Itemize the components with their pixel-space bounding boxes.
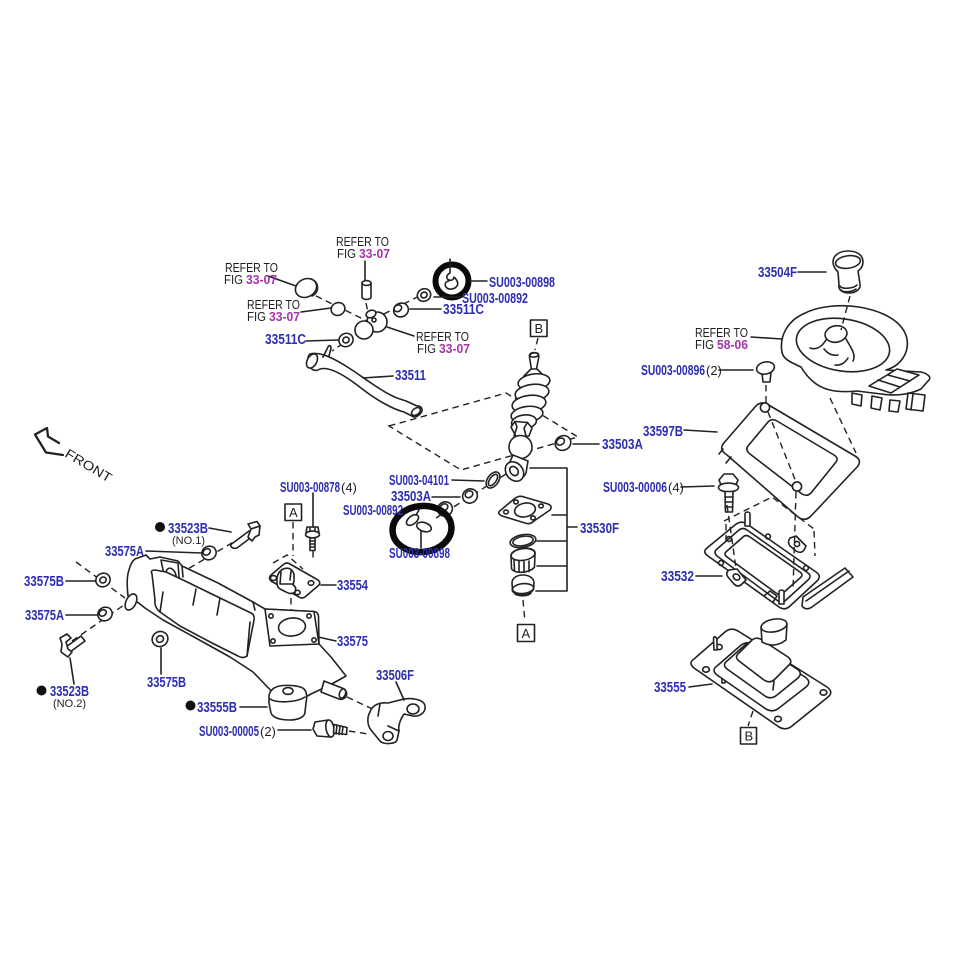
svg-text:(2): (2) bbox=[260, 724, 276, 739]
svg-text:REFER TO: REFER TO bbox=[247, 297, 300, 312]
svg-text:REFER TO: REFER TO bbox=[695, 325, 748, 340]
svg-text:SU003-00878: SU003-00878 bbox=[280, 480, 340, 496]
svg-text:33503A: 33503A bbox=[602, 437, 643, 453]
svg-text:33555: 33555 bbox=[654, 680, 686, 696]
svg-text:33523B: 33523B bbox=[168, 521, 208, 537]
svg-text:SU003-04101: SU003-04101 bbox=[389, 473, 449, 489]
svg-text:33555B: 33555B bbox=[197, 700, 237, 716]
svg-text:33511C: 33511C bbox=[265, 332, 306, 348]
svg-text:33506F: 33506F bbox=[376, 668, 414, 684]
svg-text:33575: 33575 bbox=[337, 634, 368, 650]
svg-text:33504F: 33504F bbox=[758, 265, 797, 281]
svg-text:A: A bbox=[522, 626, 531, 641]
svg-text:33511: 33511 bbox=[395, 368, 426, 384]
svg-text:SU003-00006: SU003-00006 bbox=[603, 480, 667, 496]
svg-text:SU003-00898: SU003-00898 bbox=[489, 275, 555, 291]
svg-text:B: B bbox=[535, 321, 544, 336]
svg-text:FIG: FIG bbox=[337, 246, 356, 261]
svg-text:(NO.2): (NO.2) bbox=[53, 698, 86, 710]
svg-text:33597B: 33597B bbox=[643, 424, 683, 440]
svg-text:33523B: 33523B bbox=[50, 684, 89, 700]
svg-text:33530F: 33530F bbox=[580, 521, 619, 537]
svg-text:33575B: 33575B bbox=[147, 675, 186, 691]
svg-text:(NO.1): (NO.1) bbox=[172, 535, 205, 547]
svg-text:33-07: 33-07 bbox=[269, 309, 300, 324]
svg-text:33-07: 33-07 bbox=[246, 272, 277, 287]
svg-text:FIG: FIG bbox=[695, 337, 714, 352]
svg-text:33503A: 33503A bbox=[391, 489, 431, 505]
svg-text:FIG: FIG bbox=[417, 341, 436, 356]
svg-text:SU003-00896: SU003-00896 bbox=[641, 363, 705, 379]
svg-text:FIG: FIG bbox=[247, 309, 266, 324]
svg-text:SU003-00892: SU003-00892 bbox=[343, 503, 403, 519]
svg-text:SU003-00892: SU003-00892 bbox=[462, 291, 528, 307]
svg-text:(2): (2) bbox=[706, 363, 722, 378]
svg-text:33554: 33554 bbox=[337, 578, 368, 594]
svg-text:33-07: 33-07 bbox=[359, 246, 390, 261]
svg-text:SU003-00898: SU003-00898 bbox=[389, 546, 450, 562]
svg-text:REFER TO: REFER TO bbox=[416, 329, 469, 344]
svg-text:33575A: 33575A bbox=[105, 544, 144, 560]
svg-text:33532: 33532 bbox=[661, 569, 694, 585]
svg-text:33-07: 33-07 bbox=[439, 341, 470, 356]
svg-text:(4): (4) bbox=[668, 480, 684, 495]
svg-text:33511C: 33511C bbox=[443, 302, 484, 318]
svg-text:58-06: 58-06 bbox=[717, 337, 748, 352]
svg-text:REFER TO: REFER TO bbox=[336, 234, 389, 249]
svg-text:B: B bbox=[745, 729, 754, 744]
svg-text:REFER TO: REFER TO bbox=[225, 260, 278, 275]
svg-text:33575A: 33575A bbox=[25, 608, 64, 624]
svg-text:FIG: FIG bbox=[224, 272, 243, 287]
svg-text:(4): (4) bbox=[341, 480, 357, 495]
svg-text:A: A bbox=[289, 505, 298, 520]
svg-text:SU003-00005: SU003-00005 bbox=[199, 724, 259, 740]
svg-text:33575B: 33575B bbox=[24, 574, 64, 590]
